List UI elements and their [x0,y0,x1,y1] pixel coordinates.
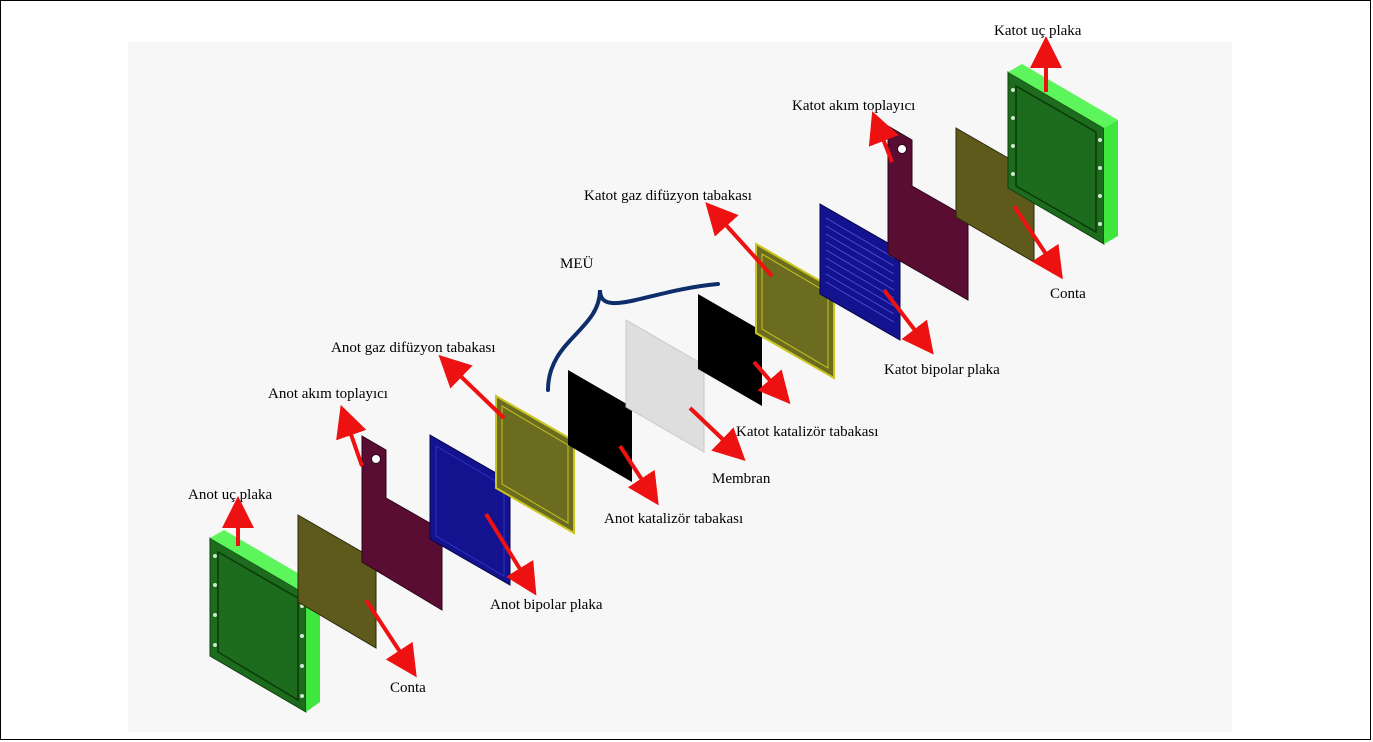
anode-gasket [297,514,377,649]
arrows [222,36,1063,678]
arrow-katot-gaz [705,202,774,278]
cathode-end-plate [1007,64,1118,245]
label-membran: Membran [712,471,771,487]
arrow-katot-akim [868,111,899,163]
anode-gas-diffusion-layer [495,394,575,535]
label-conta-left: Conta [390,680,426,696]
arrow-conta-right [1012,204,1063,280]
anode-collector-hole [371,454,381,464]
label-anot-katalizor: Anot katalizör tabakası [604,511,743,527]
label-katot-katalizor: Katot katalizör tabakası [736,424,878,440]
cathode-catalyst-layer [698,294,762,406]
label-conta-right: Conta [1050,286,1086,302]
arrow-conta-left [364,598,417,678]
label-anot-bipolar-plaka: Anot bipolar plaka [490,597,603,613]
arrow-anot-gaz [438,354,506,420]
arrow-anot-katalizor [618,444,659,506]
arrow-anot-akim [336,404,367,467]
label-katot-gaz-difuzyon: Katot gaz difüzyon tabakası [584,188,752,204]
label-meu: MEÜ [560,255,594,272]
label-katot-uc-plaka: Katot uç plaka [994,23,1082,39]
arrow-katot-bipolar [882,288,934,355]
label-anot-akim-toplayici: Anot akım toplayıcı [268,386,388,402]
meu-brace [546,282,720,392]
cathode-gas-diffusion-layer [755,242,835,380]
label-anot-uc-plaka: Anot uç plaka [188,487,272,503]
cathode-collector-hole [897,144,907,154]
label-anot-gaz-difuzyon: Anot gaz difüzyon tabakası [331,340,496,356]
membrane [625,319,705,453]
arrow-katot-katalizor [752,360,791,405]
arrow-anot-bipolar [484,512,537,596]
label-katot-bipolar-plaka: Katot bipolar plaka [884,362,1000,378]
arrow-membran [688,406,746,462]
anode-catalyst-layer [568,370,632,482]
cathode-flow-channels [825,217,895,323]
label-katot-akim-toplayici: Katot akım toplayıcı [792,98,915,114]
